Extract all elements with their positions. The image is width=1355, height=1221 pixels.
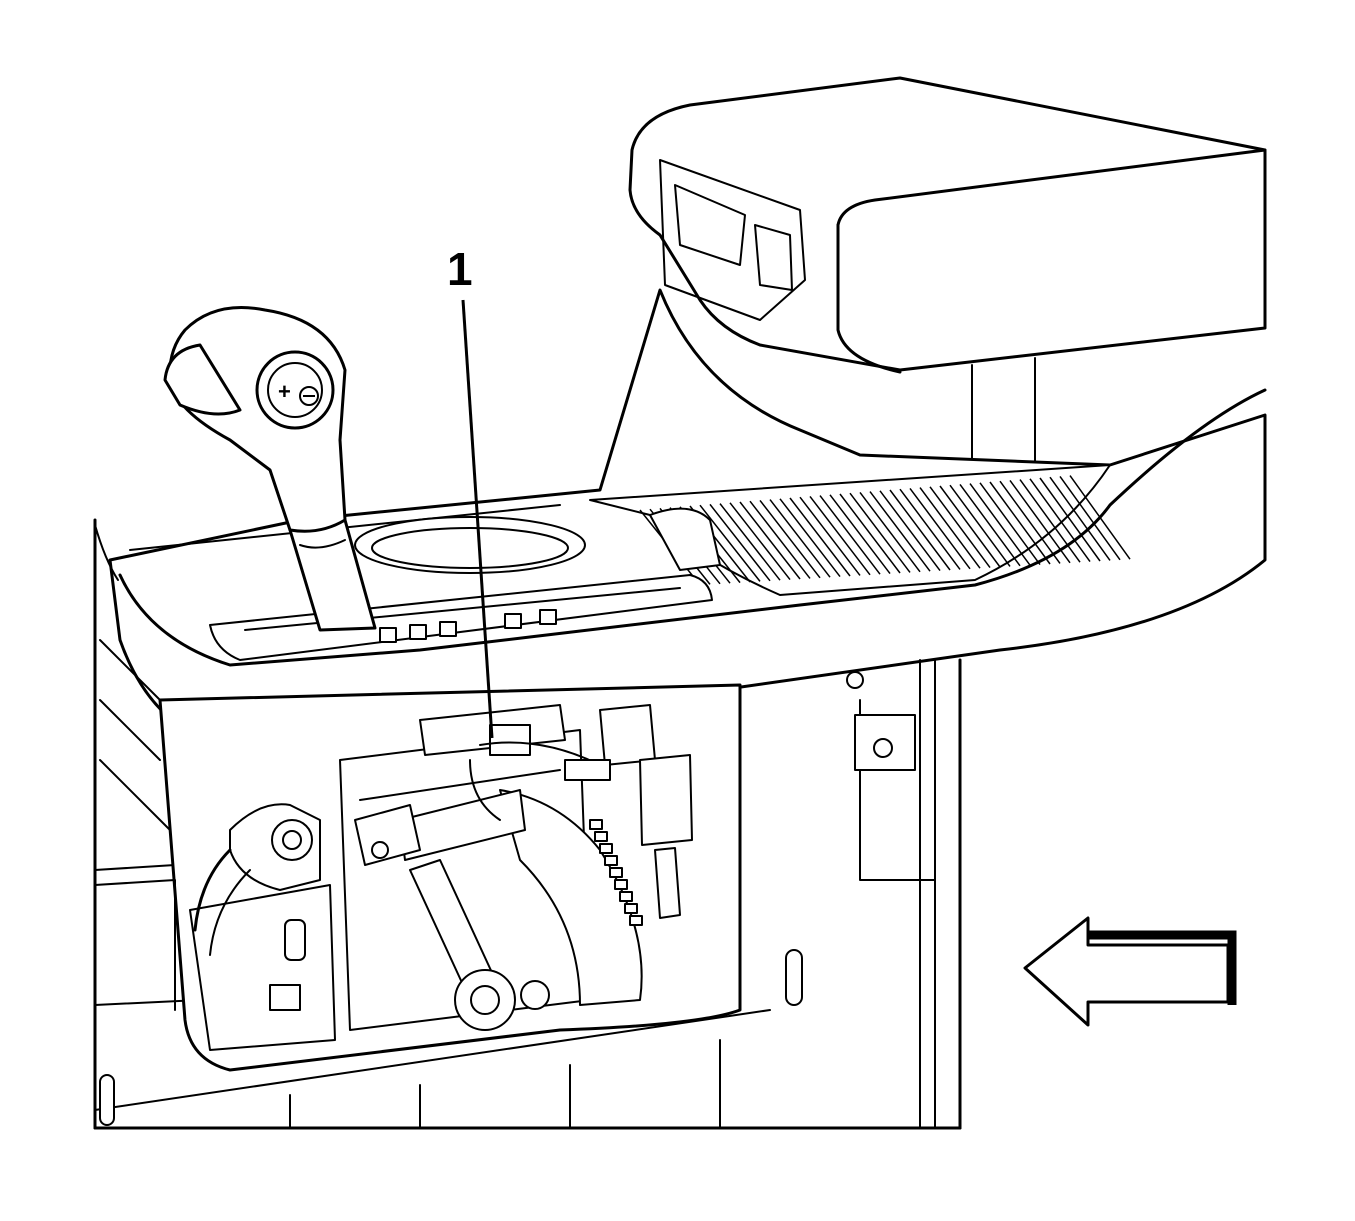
tray-rib-line [829,494,891,575]
tray-rib-line [1039,477,1101,562]
tray-rib-line [999,480,1061,564]
tray-rib-line [939,485,1001,568]
tray-rib-line [709,503,771,582]
tray-rib-line [749,500,811,579]
tray-rib-line [699,504,761,582]
tray-rib-line [979,482,1041,566]
tray-rib-line [859,491,921,573]
gear-tooth [589,819,603,830]
shift-knob-plus-minus-icon: + [255,350,335,430]
tray-rib-line [779,498,841,578]
gear-tooth [629,915,643,926]
armrest-lid [628,76,1267,471]
cup-holder [354,516,586,574]
gear-tooth [599,843,613,854]
tray-rib-line [929,486,991,569]
tray-rib-line [879,490,941,572]
tray-rib-line [759,499,821,579]
shift-indicator-plate [209,574,713,661]
tray-rib-line [989,481,1051,565]
gear-tooth [624,903,638,914]
lower-console-frame [93,518,962,1130]
tray-rib-line [739,501,801,580]
tray-rib-line [1009,479,1071,564]
tray-rib-line [809,495,871,576]
tray-rib-line [799,496,861,576]
tray-rib-line [969,483,1031,566]
tray-rib-line [919,487,981,569]
direction-arrow-icon [1023,916,1237,1027]
gear-tooth [604,855,618,866]
tray-rib-line [719,503,781,581]
tray-rib-line [909,487,971,570]
shift-lever: + [163,306,377,632]
tray-rib-line [949,484,1011,567]
tray-rib-line [1019,479,1081,563]
tray-rib-line [819,495,881,575]
svg-text:+: + [278,379,291,404]
tray-rib-line [899,488,961,570]
shifter-housing [99,639,742,1072]
tray-rib-line [729,502,791,581]
tray-rib-line [839,493,901,574]
tray-rib-line [1049,476,1111,561]
tray-rib-line [959,483,1021,567]
tray-rib-line [1029,478,1091,563]
gear-tooth [614,879,628,890]
tray-rib-line [1059,475,1121,561]
callout-1-label: 1 [447,243,473,295]
tray-rib-line [789,497,851,577]
tray-rib-line [1069,475,1131,560]
callout-1: 1 [447,243,494,739]
gear-tooth [619,891,633,902]
tray-rib-line [869,491,931,572]
ribbed-tray [589,464,1131,596]
gear-tooth [594,831,608,842]
tray-rib-line [849,492,911,573]
gear-tooth [609,867,623,878]
tray-rib-line [889,489,951,571]
tray-rib-line [769,499,831,578]
